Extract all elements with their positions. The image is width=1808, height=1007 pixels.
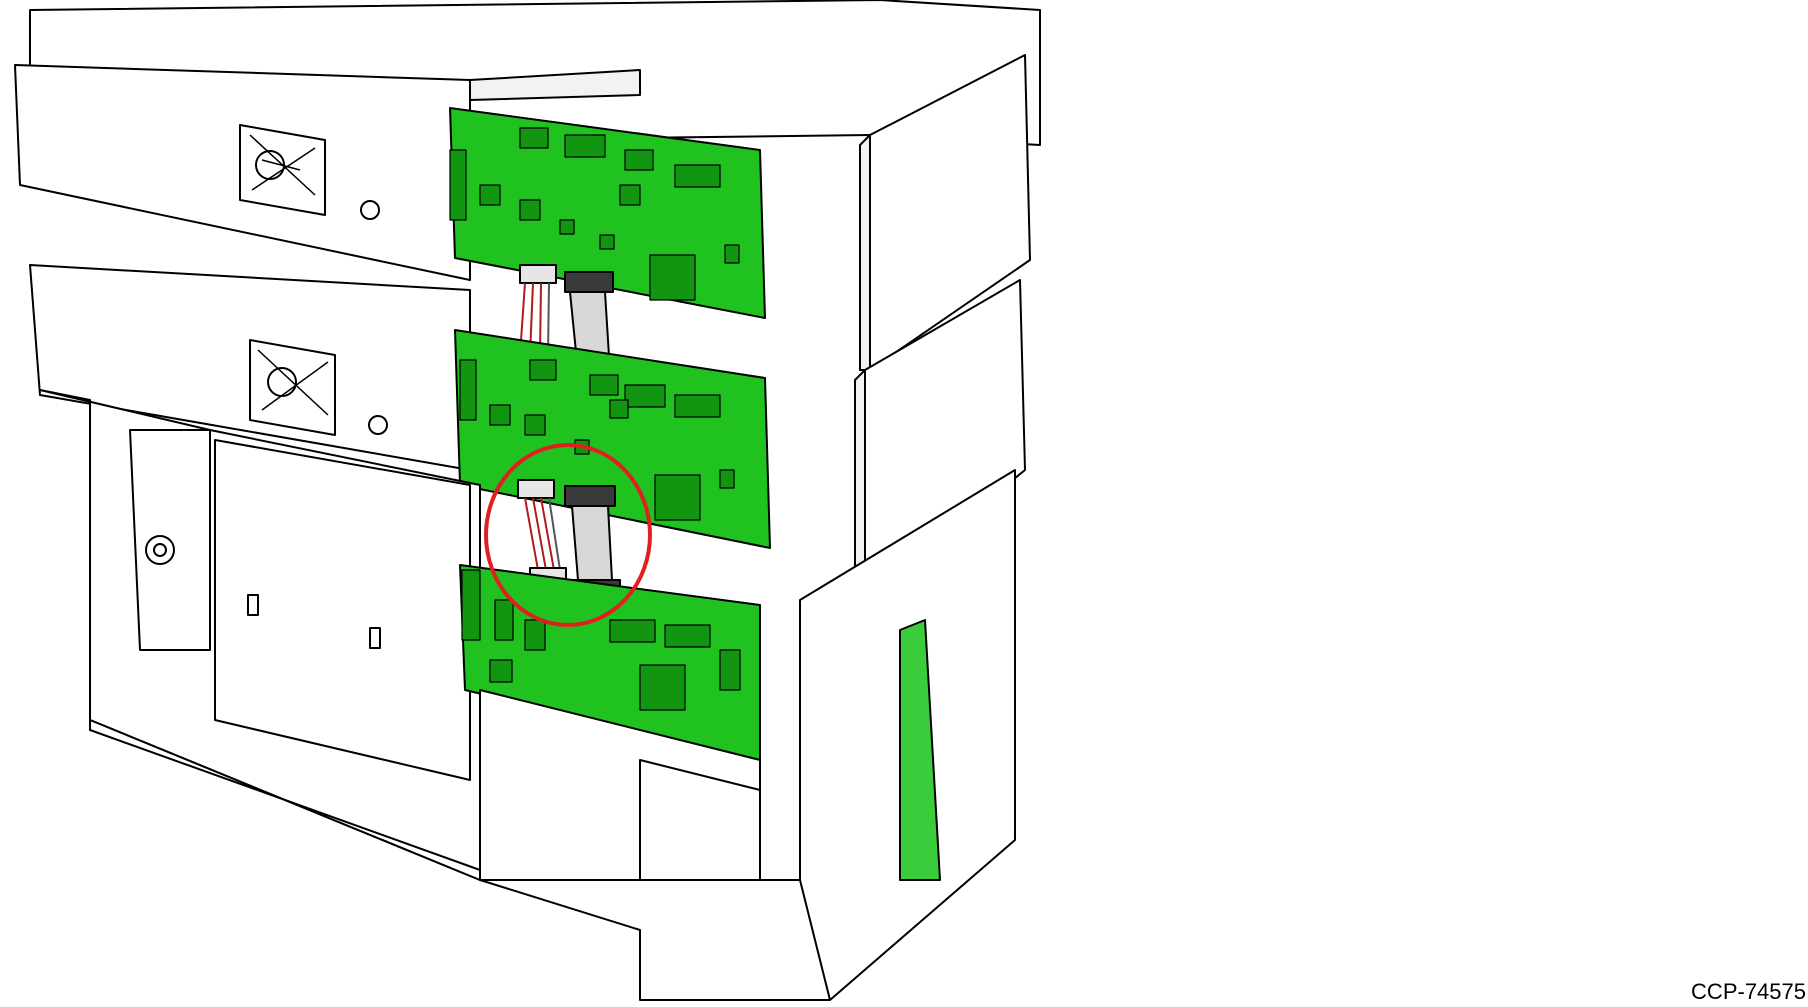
lower-module — [39, 389, 1016, 1001]
middle-left-connector — [517, 479, 555, 499]
middle-circuit-board — [454, 329, 771, 549]
upper-module — [14, 0, 1041, 371]
highlighted-ribbon-cable — [571, 505, 613, 581]
base-plate — [89, 719, 831, 1001]
upper-left-connector — [519, 264, 557, 284]
figure-code: CCP-74575 — [1691, 979, 1806, 1004]
lower-inner-panel — [214, 439, 471, 781]
middle-right-connector — [564, 485, 616, 507]
green-latch — [899, 619, 941, 881]
callout-ring — [484, 443, 652, 627]
middle-module — [29, 264, 1026, 601]
upper-right-connector — [564, 271, 614, 293]
